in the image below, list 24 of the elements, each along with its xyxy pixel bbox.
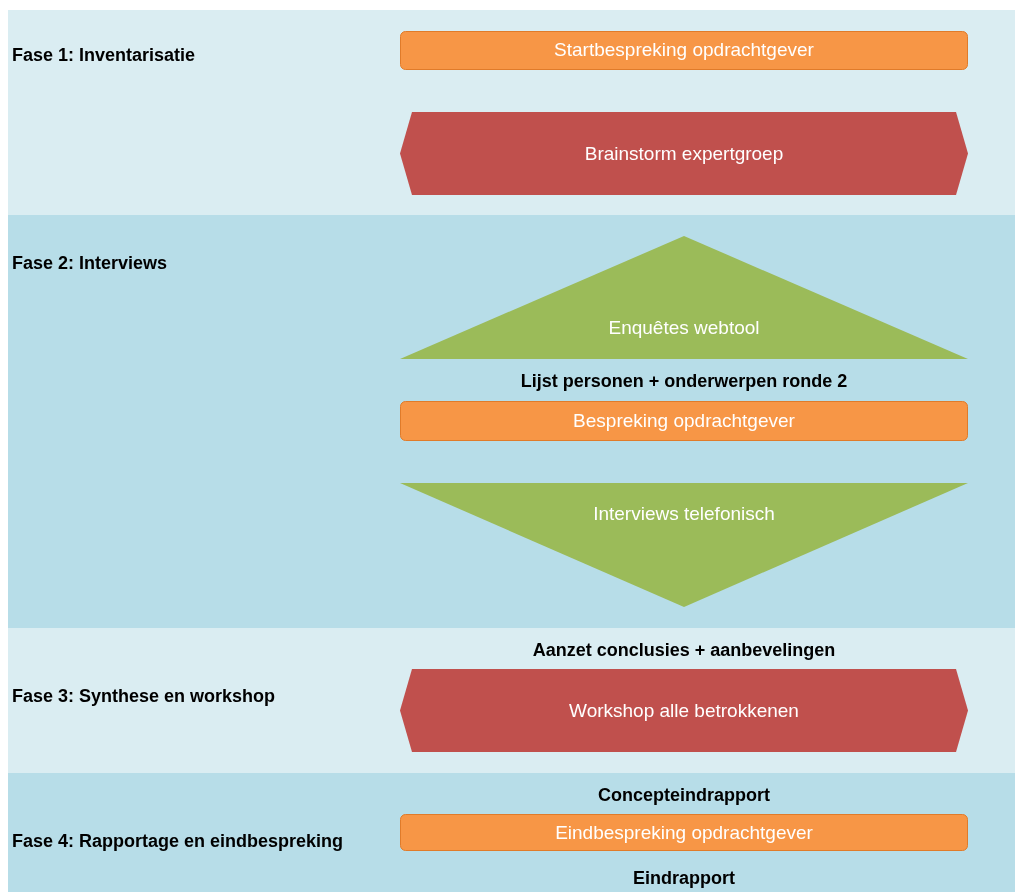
down-triangle-shape <box>400 483 968 607</box>
phase-heading: Fase 2: Interviews <box>12 253 168 274</box>
step-label: Startbespreking opdrachtgever <box>553 39 815 61</box>
phase-band <box>8 10 1015 215</box>
phase-heading: Fase 3: Synthese en workshop <box>12 686 276 707</box>
step-label: Brainstorm expertgroep <box>583 143 785 165</box>
step-label: Bespreking opdrachtgever <box>572 410 796 432</box>
rounded-bar <box>400 401 968 441</box>
phase-heading: Fase 1: Inventarisatie <box>12 45 196 66</box>
phase-band <box>8 215 1015 628</box>
step-label: Eindbespreking opdrachtgever <box>554 822 814 844</box>
up-triangle-shape <box>400 236 968 359</box>
step-label: Workshop alle betrokkenen <box>568 700 800 722</box>
step-label: Interviews telefonisch <box>592 503 776 525</box>
step-label: Enquêtes webtool <box>607 317 761 339</box>
deliverable-label: Aanzet conclusies + aanbevelingen <box>531 640 837 661</box>
phase-band <box>8 628 1015 773</box>
phase-heading: Fase 4: Rapportage en eindbespreking <box>12 831 344 852</box>
rounded-bar <box>400 814 968 851</box>
phase-band <box>8 773 1015 892</box>
rounded-bar <box>400 31 968 70</box>
deliverable-label: Eindrapport <box>632 868 736 889</box>
deliverable-label: Concepteindrapport <box>597 785 771 806</box>
deliverable-label: Lijst personen + onderwerpen ronde 2 <box>519 371 849 392</box>
